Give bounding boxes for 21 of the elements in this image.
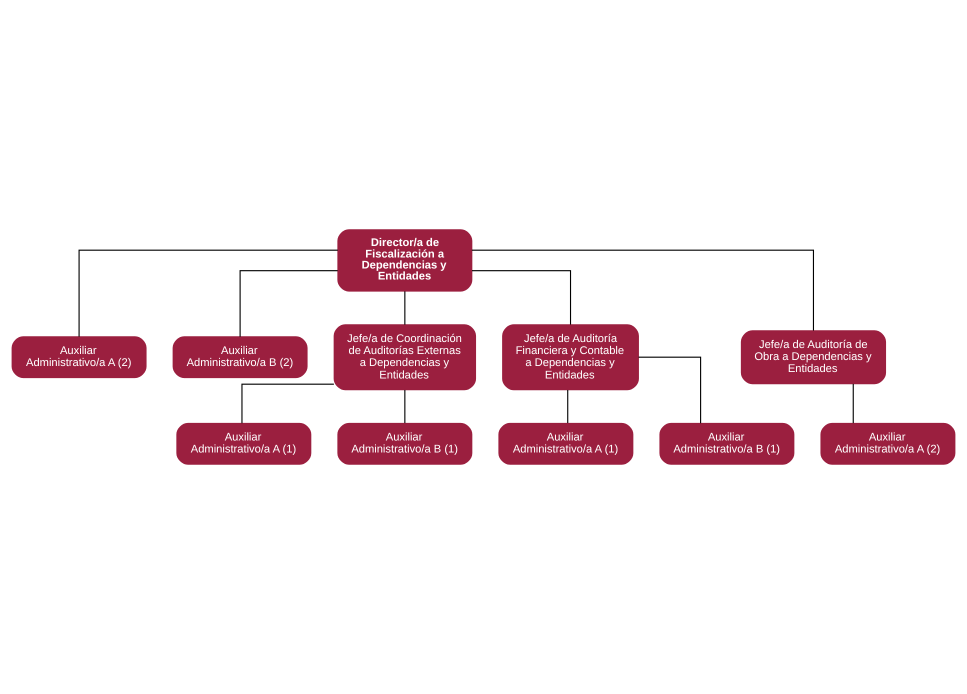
- node-box: Director/a de Fiscalización a Dependencias y Entidades: [337, 229, 472, 292]
- connector: [638, 356, 702, 424]
- connector: [78, 250, 338, 337]
- connector: [472, 250, 814, 330]
- node-box: Auxiliar Administrativo/a B (1): [659, 422, 794, 465]
- connector: [567, 390, 568, 424]
- node-box: Jefe/a de Coordinación de Auditorías Externas a Dependencias y Entidades: [334, 324, 476, 390]
- connector: [241, 384, 334, 424]
- node-box: Auxiliar Administrativo/a A (1): [498, 422, 634, 465]
- node-box: Auxiliar Administrativo/a B (1): [337, 422, 472, 465]
- node-box: Auxiliar Administrativo/a B (2): [172, 336, 308, 378]
- connector: [852, 384, 854, 424]
- node-box: Jefe/a de Auditoría Financiera y Contable a Dependencias y Entidades: [502, 324, 639, 390]
- connector: [404, 291, 406, 325]
- node-box: Auxiliar Administrativo/a A (2): [12, 336, 147, 378]
- connector: [404, 390, 406, 424]
- node-box: Jefe/a de Auditoría de Obra a Dependencias y Entidades: [740, 330, 886, 384]
- connector: [472, 270, 572, 325]
- node-box: Auxiliar Administrativo/a A (2): [820, 422, 956, 465]
- node-box: Auxiliar Administrativo/a A (1): [176, 422, 312, 465]
- connector: [240, 270, 338, 337]
